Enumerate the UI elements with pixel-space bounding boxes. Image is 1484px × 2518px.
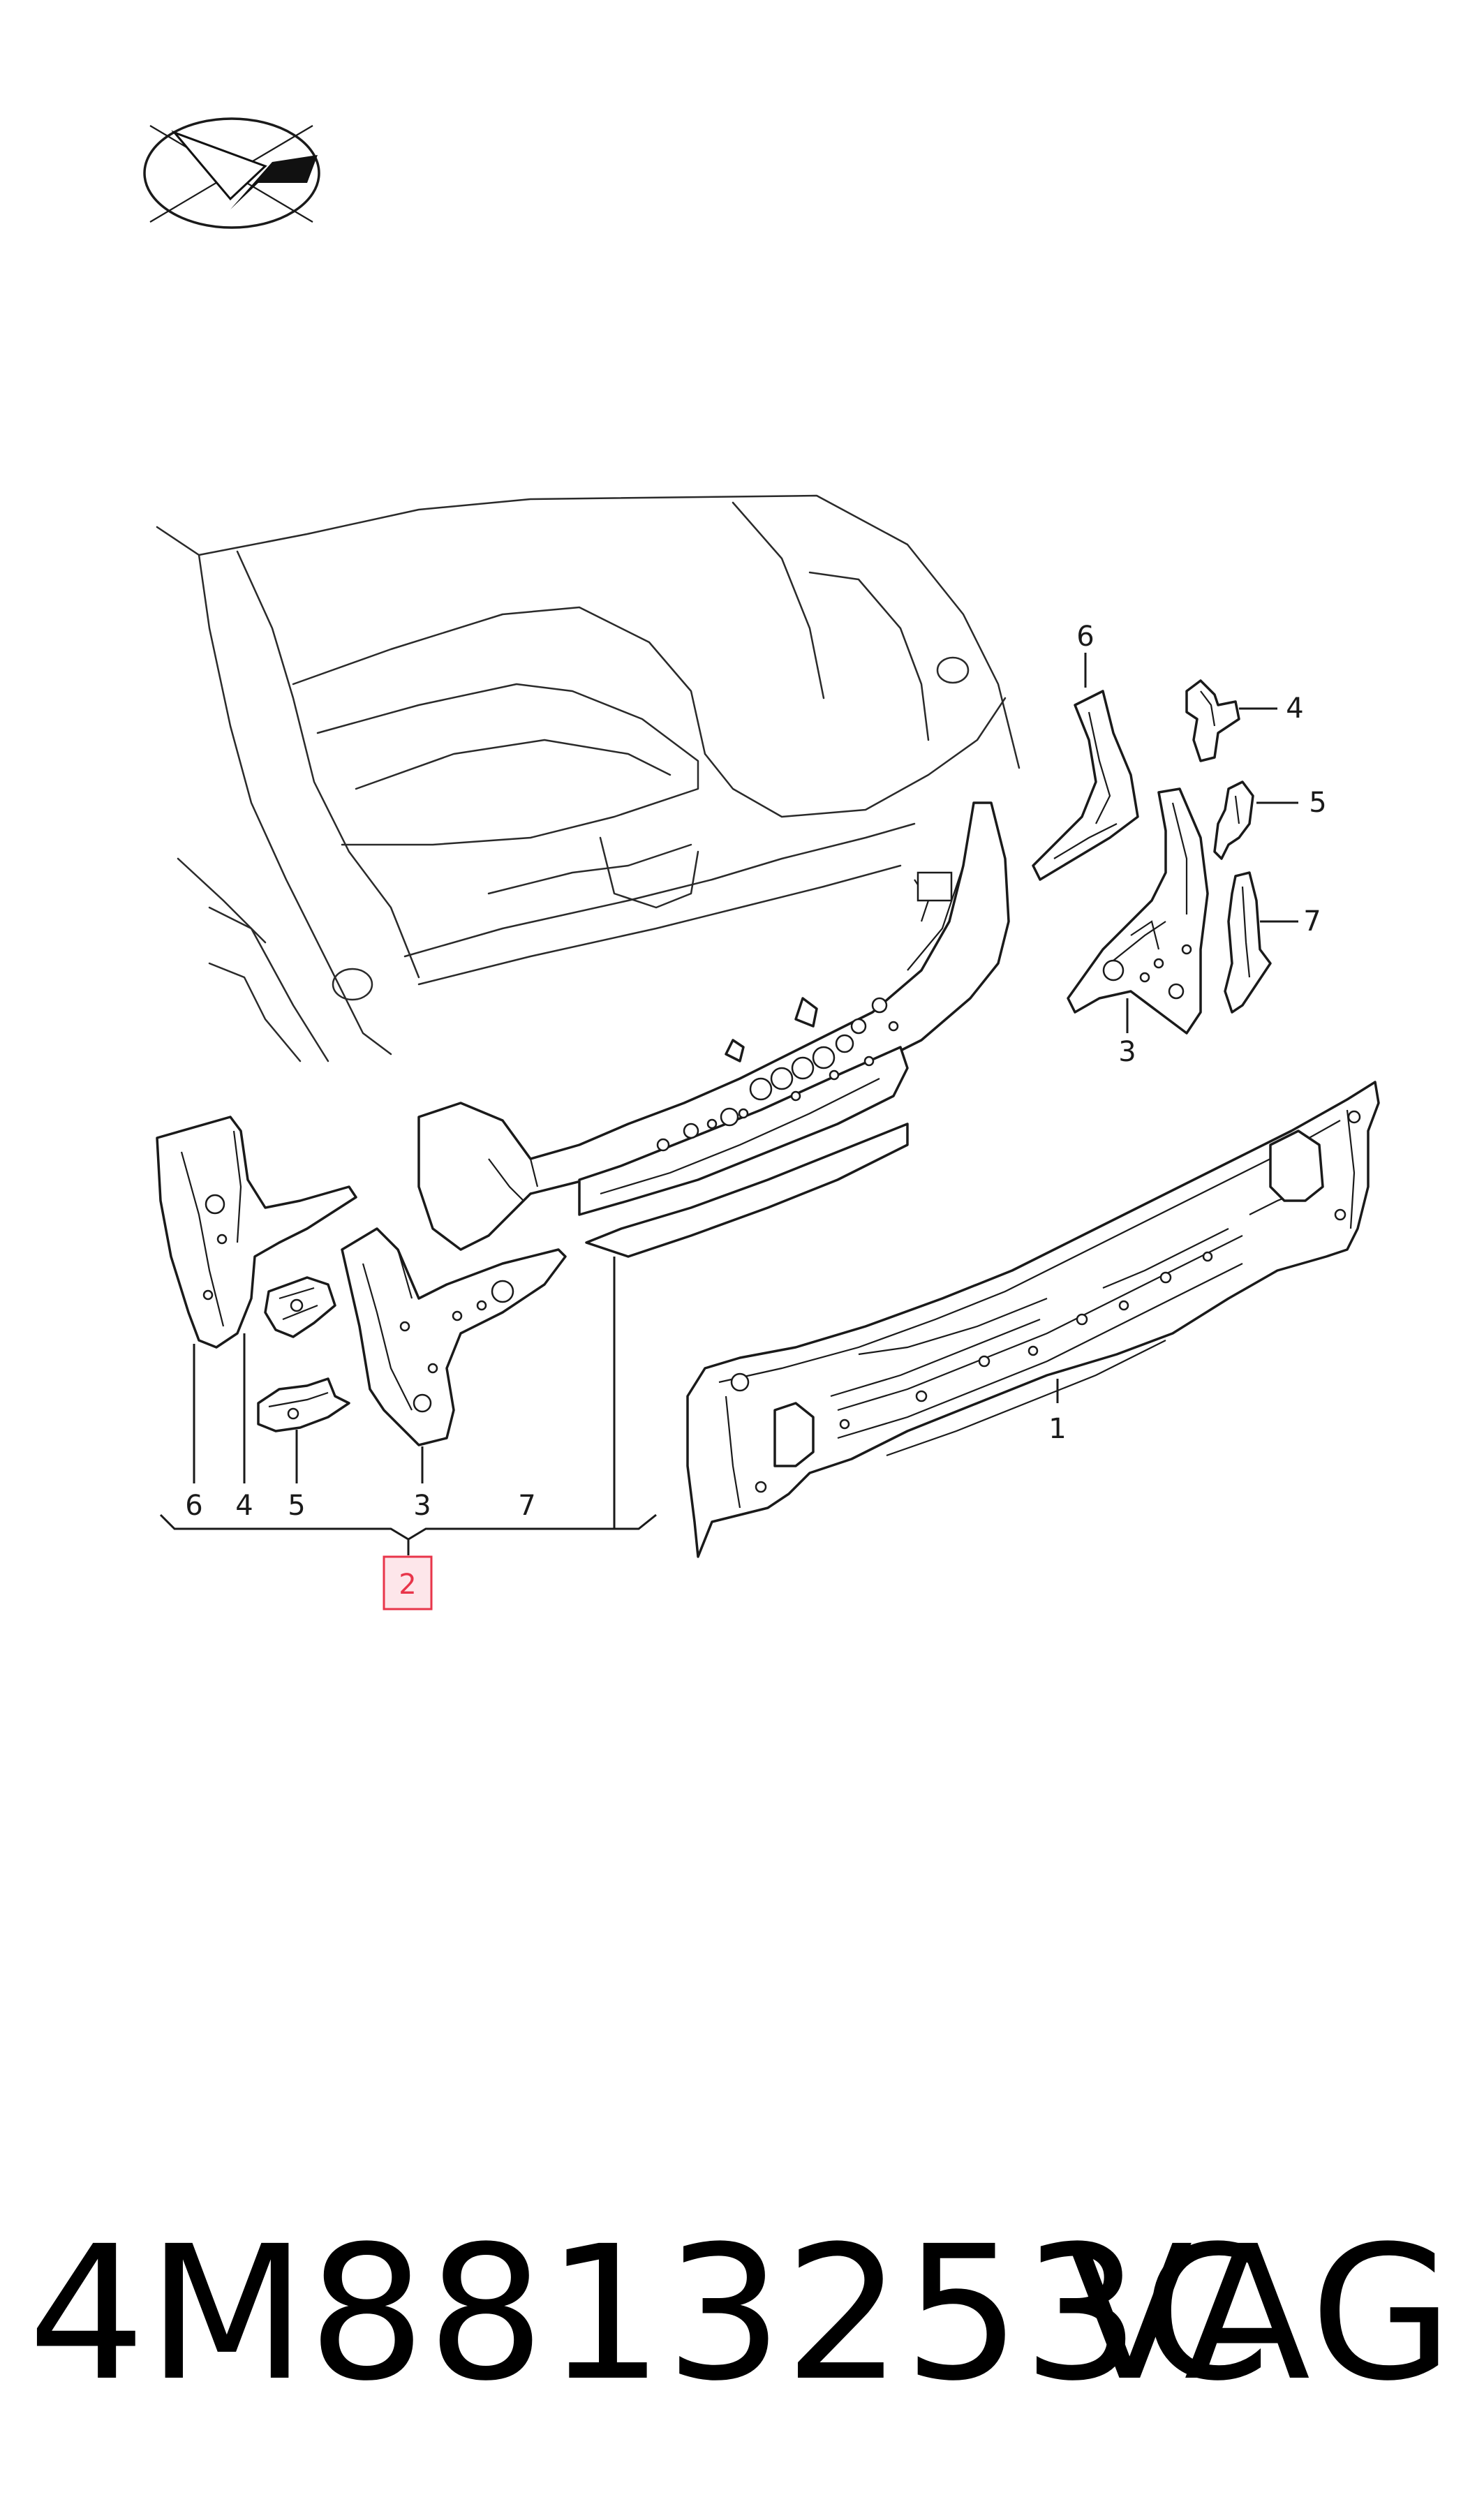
callout-4-left: 4 — [235, 1490, 253, 1522]
callout-1: 1 — [1048, 1413, 1066, 1445]
part-3-pillar-right[interactable] — [1067, 787, 1209, 1035]
callout-5-left: 5 — [288, 1490, 305, 1522]
part-6-bracket-right[interactable] — [1032, 690, 1139, 881]
part-4-bracket-right[interactable] — [1185, 679, 1240, 762]
part-7-bracket-right[interactable] — [1224, 871, 1272, 1014]
part-4-bracket-left[interactable] — [264, 1276, 336, 1338]
callout-6-left: 6 — [185, 1490, 202, 1522]
rear-panel-inner-assembly[interactable] — [417, 801, 1010, 1258]
callout-3-left: 3 — [413, 1490, 431, 1522]
callout-7-left: 7 — [518, 1490, 535, 1522]
callout-2: 2 — [399, 1569, 416, 1601]
footer: 4M8813253C VAG — [0, 2202, 1484, 2426]
part-1-rear-panel[interactable] — [686, 1081, 1380, 1558]
part-5-bracket-left[interactable] — [257, 1377, 350, 1432]
callout-6-right: 6 — [1076, 621, 1094, 653]
callout-7-right: 7 — [1303, 905, 1321, 938]
vehicle-body-outline — [156, 494, 1021, 1062]
callout-lines — [159, 653, 1298, 1555]
part-5-bracket-right[interactable] — [1213, 780, 1254, 860]
brand-name: VAG — [1066, 2207, 1456, 2422]
callout-2-highlight[interactable]: 2 — [383, 1555, 433, 1610]
callout-5-right: 5 — [1309, 787, 1326, 819]
callout-3-right: 3 — [1118, 1036, 1136, 1068]
part-3-pillar-left[interactable] — [341, 1227, 567, 1446]
part-6-pillar-left[interactable] — [156, 1116, 357, 1349]
parts-diagram: 6 4 5 7 3 1 6 4 5 3 7 2 — [143, 117, 1380, 1610]
callout-4-right: 4 — [1286, 693, 1303, 725]
part-number: 4M8813253C — [28, 2207, 1272, 2422]
logo-emblem — [143, 117, 320, 229]
